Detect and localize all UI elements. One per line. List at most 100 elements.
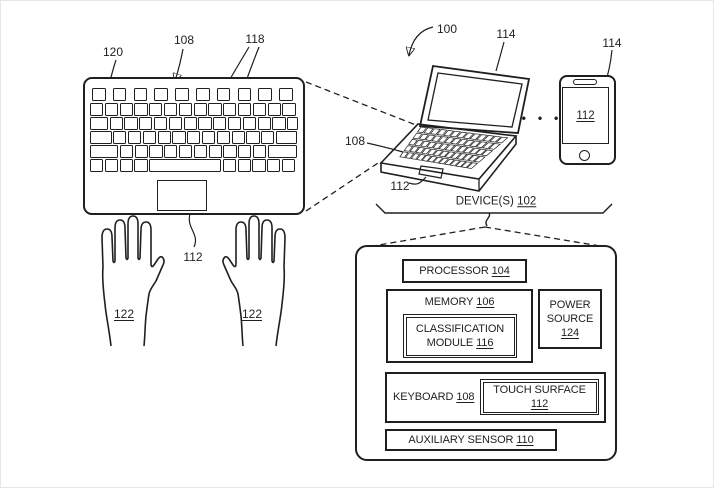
laptop-key <box>438 157 450 165</box>
leader-100-arrow <box>409 26 434 55</box>
laptop-key <box>418 133 429 141</box>
laptop-key <box>466 162 479 169</box>
power-source-box: POWER SOURCE 124 <box>538 289 602 349</box>
keyboard-key <box>213 117 227 131</box>
laptop-key <box>415 147 426 154</box>
laptop-key <box>460 161 473 168</box>
keyboard-key <box>238 145 252 159</box>
keyboard-key <box>276 131 297 145</box>
laptop-key <box>456 131 468 139</box>
processor-ref: 104 <box>491 264 510 277</box>
keyboard-key <box>92 88 106 101</box>
ref-122-right-hand: 122 <box>241 307 263 321</box>
laptop-key <box>399 151 409 158</box>
auxiliary-sensor-label: AUXILIARY SENSOR <box>408 433 514 446</box>
devices-ref: 102 <box>517 195 537 208</box>
touch-surface-label: TOUCH SURFACE <box>493 383 586 396</box>
laptop-key <box>438 150 450 158</box>
keyboard-key <box>149 145 163 159</box>
ref-108-keyboard: 108 <box>173 33 195 47</box>
laptop-key <box>427 155 438 163</box>
keyboard-key <box>281 159 296 173</box>
ref-122-left-hand: 122 <box>113 307 135 321</box>
keyboard-key <box>193 145 208 159</box>
touch-surface-drawing <box>157 180 207 211</box>
power-ref: 124 <box>560 327 580 340</box>
keyboard-drawing <box>83 77 305 215</box>
keyboard-key <box>128 131 142 145</box>
classification-label-line2: MODULE <box>426 337 474 349</box>
laptop-key <box>469 133 482 140</box>
auxiliary-sensor-box: AUXILIARY SENSOR 110 <box>385 429 557 451</box>
phone-screen-ref: 112 <box>576 109 595 122</box>
laptop-key <box>480 149 494 157</box>
laptop-key <box>456 153 468 160</box>
laptop-key <box>431 135 443 142</box>
laptop-key <box>461 154 474 161</box>
devices-brace-tail <box>485 212 491 227</box>
touch-surface-box: TOUCH SURFACE 112 <box>480 379 599 415</box>
laptop-key <box>423 127 434 134</box>
keyboard-key <box>272 117 286 131</box>
laptop-key <box>415 154 427 161</box>
keyboard-key <box>252 159 266 173</box>
keyboard-key <box>223 103 237 117</box>
brace-dash-right <box>484 226 607 248</box>
ref-100-system: 100 <box>436 22 458 36</box>
keyboard-key <box>196 88 210 101</box>
keyboard-key <box>208 103 222 117</box>
laptop-key <box>436 129 448 136</box>
laptop-key <box>449 130 462 138</box>
keyboard-box-label: KEYBOARD <box>393 391 454 404</box>
keyboard-key <box>134 103 148 117</box>
laptop-key <box>468 147 481 155</box>
keyboard-key <box>90 103 104 117</box>
memory-ref: 106 <box>476 296 495 308</box>
keyboard-key <box>149 159 222 173</box>
devices-brace <box>375 203 613 214</box>
laptop-key <box>444 151 456 158</box>
laptop-key <box>462 132 475 140</box>
keyboard-key <box>222 159 236 173</box>
laptop-key <box>444 144 456 151</box>
ref-114-laptop: 114 <box>496 27 516 41</box>
laptop-key <box>474 148 488 156</box>
keyboard-key <box>142 131 157 145</box>
laptop-key <box>475 134 489 141</box>
laptop-key <box>462 146 475 154</box>
laptop-key <box>432 156 444 164</box>
laptop-key <box>462 139 475 147</box>
keyboard-key <box>237 159 251 173</box>
keyboard-key <box>282 103 296 117</box>
keyboard-key <box>168 117 182 131</box>
keyboard-key <box>164 145 178 159</box>
keyboard-key-grid <box>85 79 303 213</box>
ref-108-laptop: 108 <box>344 134 366 148</box>
keyboard-key <box>261 131 275 145</box>
keyboard-key <box>257 117 271 131</box>
power-label-line1: POWER <box>549 298 591 311</box>
processor-box: PROCESSOR 104 <box>402 259 527 283</box>
laptop-key <box>426 141 437 149</box>
laptop-screen <box>427 72 523 128</box>
keyboard-key <box>216 88 231 101</box>
keyboard-key <box>267 159 281 173</box>
laptop-key <box>467 155 480 162</box>
classification-module-box: CLASSIFICATION MODULE 116 <box>403 314 517 358</box>
keyboard-key <box>242 117 256 131</box>
keyboard-key <box>179 145 193 159</box>
laptop-key <box>408 139 418 146</box>
keyboard-key <box>258 88 272 101</box>
keyboard-key <box>154 88 168 101</box>
laptop-drawing <box>379 64 531 192</box>
keyboard-key <box>149 103 163 117</box>
keyboard-key <box>157 131 171 145</box>
laptop-key <box>403 145 414 152</box>
keyboard-key <box>183 117 197 131</box>
keyboard-key <box>231 131 245 145</box>
keyboard-key <box>134 145 148 159</box>
keyboard-key <box>223 145 237 159</box>
keyboard-key <box>90 159 104 173</box>
laptop-key <box>421 147 432 155</box>
laptop-key <box>437 136 449 143</box>
